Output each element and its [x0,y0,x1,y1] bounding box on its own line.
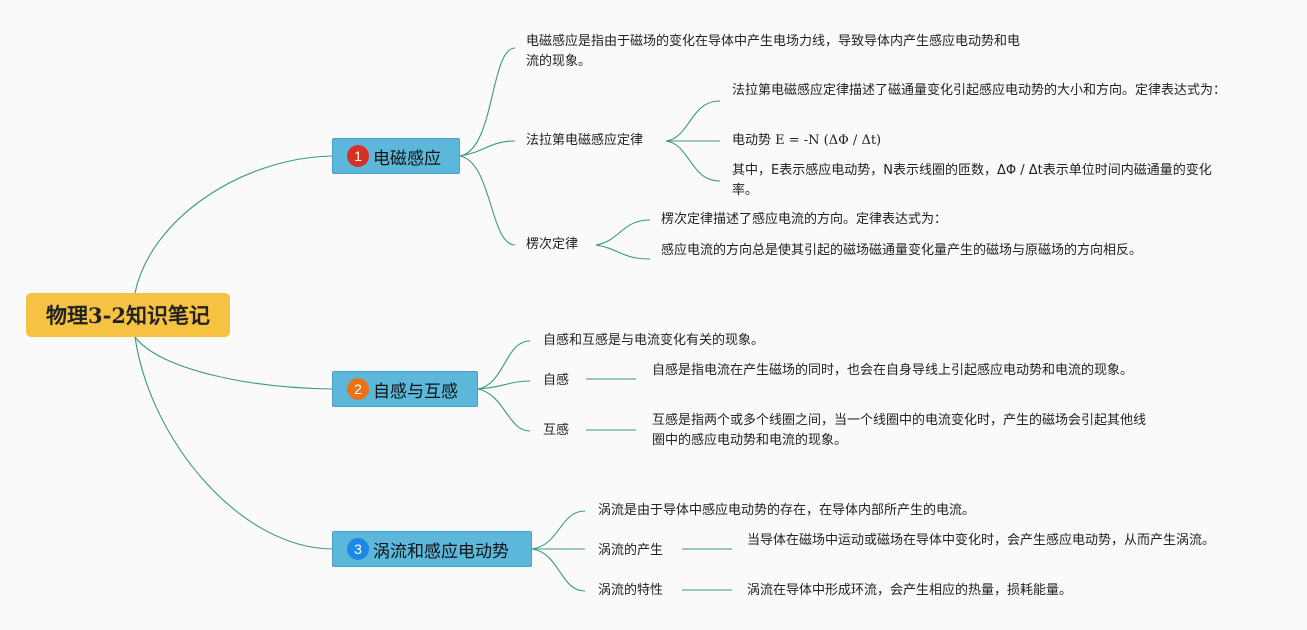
link-b1-faraday [459,140,516,157]
faraday-law-formula: 电动势 E = -N (ΔΦ / Δt) [732,133,882,148]
number-badge-3: 3 [347,538,369,560]
self-induction-description: 自感是指电流在产生磁场的同时，也会在自身导线上引起感应电动势和电流的现象。 [652,363,1134,378]
root-topic-label: 物理3-2知识笔记 [46,303,210,328]
link-lenz-desc [595,219,651,246]
number-badge-2: 2 [347,378,369,400]
link-b2-self [477,380,531,390]
branch-label: 涡流和感应电动势 [373,541,509,562]
number-badge-1: 1 [347,145,369,167]
link-faraday-explain [665,140,721,182]
branch-label: 自感与互感 [373,381,458,402]
faraday-law-description: 法拉第电磁感应定律描述了磁通量变化引起感应电动势的大小和方向。定律表达式为： [732,83,1227,98]
faraday-law-topic[interactable]: 法拉第电磁感应定律 [526,133,644,148]
eddy-property-topic[interactable]: 涡流的特性 [598,583,664,598]
self-induction-topic[interactable]: 自感 [543,373,570,388]
eddy-current-definition: 涡流是由于导体中感应电动势的存在，在导体内部所产生的电流。 [598,503,976,518]
lenz-law-description: 楞次定律描述了感应电流的方向。定律表达式为： [661,212,948,227]
eddy-generation-topic[interactable]: 涡流的产生 [598,543,664,558]
branch-eddy-current-emf[interactable]: 3 涡流和感应电动势 [332,531,532,567]
branch-electromagnetic-induction[interactable]: 1 电磁感应 [332,138,460,174]
branch-self-mutual-induction[interactable]: 2 自感与互感 [332,371,478,407]
eddy-property-description: 涡流在导体中形成环流，会产生相应的热量，损耗能量。 [747,583,1073,598]
link-b1-def [459,47,516,157]
faraday-law-explanation: 其中，E表示感应电动势，N表示线圈的匝数，ΔΦ / Δt表示单位时间内磁通量的变… [732,163,1212,198]
link-b3-prop [531,548,586,592]
link-b2-mutual [477,388,531,432]
lenz-law-topic[interactable]: 楞次定律 [526,237,579,252]
link-b1-lenz [459,155,516,246]
induction-definition: 电磁感应是指由于磁场的变化在导体中产生电场力线，导致导体内产生感应电动势和电流的… [526,34,1021,69]
mutual-induction-topic[interactable]: 互感 [543,423,570,438]
link-faraday-desc [665,100,721,142]
branch-label: 电磁感应 [373,148,441,169]
link-root-b1 [134,155,333,294]
link-b3-def [531,510,586,550]
link-root-b2 [134,336,333,390]
self-mutual-definition: 自感和互感是与电流变化有关的现象。 [543,333,765,348]
eddy-generation-description: 当导体在磁场中运动或磁场在导体中变化时，会产生感应电动势，从而产生涡流。 [747,533,1216,548]
mutual-induction-description: 互感是指两个或多个线圈之间，当一个线圈中的电流变化时，产生的磁场会引起其他线圈中… [652,413,1147,448]
link-lenz-content [595,244,651,260]
link-b2-def [477,340,531,390]
link-root-b3 [134,336,333,550]
root-topic[interactable]: 物理3-2知识笔记 [26,293,230,337]
lenz-law-content: 感应电流的方向总是使其引起的磁场磁通量变化量产生的磁场与原磁场的方向相反。 [661,243,1143,258]
